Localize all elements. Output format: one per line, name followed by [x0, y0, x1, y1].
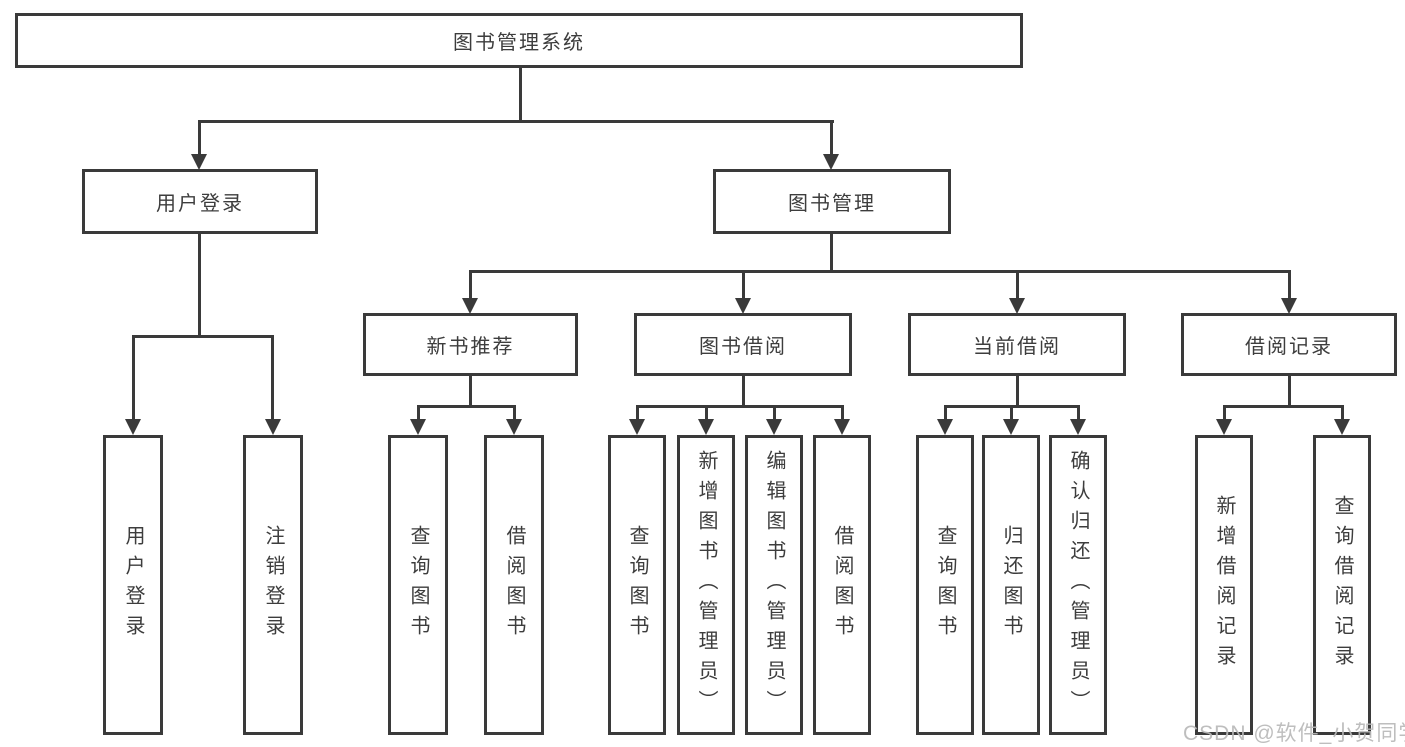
connector-level2-branch: [198, 120, 834, 123]
leaf-query-book-current: 查询图书: [916, 435, 974, 735]
connector-arrow-shaft: [1010, 407, 1013, 420]
arrow-down-icon: [766, 419, 782, 435]
connector-arrow-shaft: [841, 407, 844, 420]
arrow-down-icon: [462, 298, 478, 314]
connector-newbook-stem: [469, 374, 472, 408]
node-label: 图书管理: [788, 193, 876, 215]
node-user-login: 用户登录: [82, 169, 318, 234]
connector-arrow-shaft: [1016, 272, 1019, 299]
csdn-watermark: CSDN @软件_小贺同学: [1183, 722, 1405, 745]
node-label: 用户登录: [122, 525, 144, 645]
arrow-down-icon: [1216, 419, 1232, 435]
node-label: 查询图书: [626, 525, 648, 645]
node-book-borrow: 图书借阅: [634, 313, 852, 376]
arrow-down-icon: [937, 419, 953, 435]
connector-arrow-shaft: [198, 122, 201, 155]
connector-arrow-shaft: [773, 407, 776, 420]
connector-currentborrow-branch: [944, 405, 1080, 408]
arrow-down-icon: [1334, 419, 1350, 435]
node-root: 图书管理系统: [15, 13, 1023, 68]
connector-arrow-shaft: [830, 122, 833, 155]
node-new-book-recommend: 新书推荐: [363, 313, 578, 376]
leaf-logout: 注销登录: [243, 435, 303, 735]
arrow-down-icon: [1281, 298, 1297, 314]
connector-arrow-shaft: [1223, 407, 1226, 420]
connector-arrow-shaft: [132, 337, 135, 419]
node-label: 新书推荐: [426, 336, 515, 358]
connector-arrow-shaft: [513, 407, 516, 420]
leaf-user-login: 用户登录: [103, 435, 163, 735]
connector-arrow-shaft: [1341, 407, 1344, 420]
arrow-down-icon: [125, 419, 141, 435]
node-label: 查询借阅记录: [1331, 495, 1353, 675]
node-label: 借阅图书: [503, 525, 525, 645]
connector-bookmgmt-stem: [830, 233, 833, 272]
node-label: 归还图书: [1000, 525, 1022, 645]
connector-arrow-shaft: [636, 407, 639, 420]
connector-arrow-shaft: [944, 407, 947, 420]
connector-arrow-shaft: [1077, 407, 1080, 420]
arrow-down-icon: [265, 419, 281, 435]
connector-arrow-shaft: [469, 272, 472, 299]
arrow-down-icon: [698, 419, 714, 435]
node-label: 查询图书: [934, 525, 956, 645]
connector-borrowrecord-stem: [1288, 374, 1291, 408]
node-label: 新增借阅记录: [1213, 495, 1235, 675]
connector-level3-branch: [469, 270, 1291, 273]
connector-currentborrow-stem: [1016, 374, 1019, 408]
connector-arrow-shaft: [417, 407, 420, 420]
arrow-down-icon: [410, 419, 426, 435]
leaf-borrow-book-recommend: 借阅图书: [484, 435, 544, 735]
node-label: 借阅图书: [831, 525, 853, 645]
connector-root-stem: [519, 66, 522, 123]
node-borrow-record: 借阅记录: [1181, 313, 1397, 376]
connector-newbook-branch: [417, 405, 516, 408]
node-label: 借阅记录: [1245, 336, 1333, 358]
leaf-query-borrow-record: 查询借阅记录: [1313, 435, 1371, 735]
leaf-query-book-recommend: 查询图书: [388, 435, 448, 735]
leaf-add-borrow-record: 新增借阅记录: [1195, 435, 1253, 735]
arrow-down-icon: [191, 154, 207, 170]
arrow-down-icon: [1009, 298, 1025, 314]
leaf-return-book: 归还图书: [982, 435, 1040, 735]
arrow-down-icon: [823, 154, 839, 170]
connector-arrow-shaft: [1288, 272, 1291, 299]
connector-arrow-shaft: [705, 407, 708, 420]
node-label: 用户登录: [156, 193, 244, 215]
arrow-down-icon: [834, 419, 850, 435]
leaf-borrow-book: 借阅图书: [813, 435, 871, 735]
connector-bookborrow-branch: [636, 405, 844, 408]
node-label: 确认归还（管理员）: [1067, 450, 1089, 720]
connector-userlogin-stem: [198, 233, 201, 337]
connector-borrowrecord-branch: [1223, 405, 1344, 408]
node-label: 当前借阅: [973, 336, 1061, 358]
arrow-down-icon: [629, 419, 645, 435]
arrow-down-icon: [1003, 419, 1019, 435]
leaf-confirm-return-admin: 确认归还（管理员）: [1049, 435, 1107, 735]
node-label: 新增图书（管理员）: [695, 450, 717, 720]
arrow-down-icon: [506, 419, 522, 435]
node-label: 编辑图书（管理员）: [763, 450, 785, 720]
leaf-query-book-borrow: 查询图书: [608, 435, 666, 735]
arrow-down-icon: [735, 298, 751, 314]
connector-bookborrow-stem: [742, 374, 745, 408]
node-book-management: 图书管理: [713, 169, 951, 234]
connector-arrow-shaft: [742, 272, 745, 299]
node-label: 注销登录: [262, 525, 284, 645]
node-label: 查询图书: [407, 525, 429, 645]
node-label: 图书借阅: [699, 336, 787, 358]
leaf-edit-book-admin: 编辑图书（管理员）: [745, 435, 803, 735]
connector-arrow-shaft: [271, 337, 274, 419]
node-label: 图书管理系统: [453, 32, 585, 54]
arrow-down-icon: [1070, 419, 1086, 435]
connector-userlogin-branch: [132, 335, 274, 338]
node-current-borrow: 当前借阅: [908, 313, 1126, 376]
leaf-add-book-admin: 新增图书（管理员）: [677, 435, 735, 735]
